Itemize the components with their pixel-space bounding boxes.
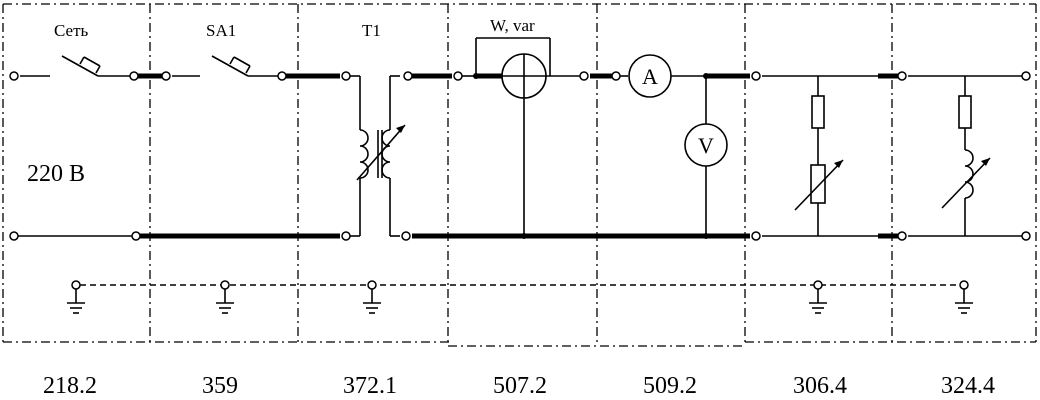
ground-bus bbox=[67, 280, 973, 314]
fuse bbox=[958, 95, 972, 129]
ground-icon bbox=[809, 280, 827, 314]
ground-icon bbox=[955, 280, 973, 314]
module-code: 507.2 bbox=[493, 373, 547, 399]
variable-resistor bbox=[810, 164, 826, 204]
terminals bbox=[9, 71, 1031, 241]
ground-icon bbox=[216, 280, 234, 314]
transformer-module bbox=[350, 75, 406, 237]
transformer-label: T1 bbox=[362, 21, 381, 40]
module-code: 509.2 bbox=[643, 373, 697, 399]
module-code: 324.4 bbox=[941, 373, 995, 399]
switch-module bbox=[140, 55, 340, 239]
module-code: 372.1 bbox=[343, 373, 397, 399]
ground-icon bbox=[67, 280, 85, 314]
resistor-load-module bbox=[762, 73, 898, 239]
module-code: 306.4 bbox=[793, 373, 847, 399]
wattmeter-label: W, var bbox=[490, 16, 535, 35]
wattmeter-module bbox=[412, 37, 580, 239]
fuse bbox=[811, 95, 825, 129]
supply-voltage-label: 220 В bbox=[27, 161, 85, 187]
network-module bbox=[18, 55, 162, 237]
voltmeter-symbol: V bbox=[698, 133, 714, 158]
module-codes: 218.2 359 372.1 507.2 509.2 306.4 324.4 bbox=[43, 373, 995, 399]
switch-label: SA1 bbox=[206, 21, 236, 40]
ground-icon bbox=[363, 280, 381, 314]
module-code: 359 bbox=[202, 373, 238, 399]
inductor-load-module bbox=[908, 75, 1022, 237]
meters-module: A V bbox=[590, 54, 750, 239]
network-label: Сеть bbox=[54, 21, 89, 40]
ammeter-symbol: A bbox=[642, 64, 658, 89]
module-boundaries bbox=[2, 3, 1037, 347]
module-code: 218.2 bbox=[43, 373, 97, 399]
